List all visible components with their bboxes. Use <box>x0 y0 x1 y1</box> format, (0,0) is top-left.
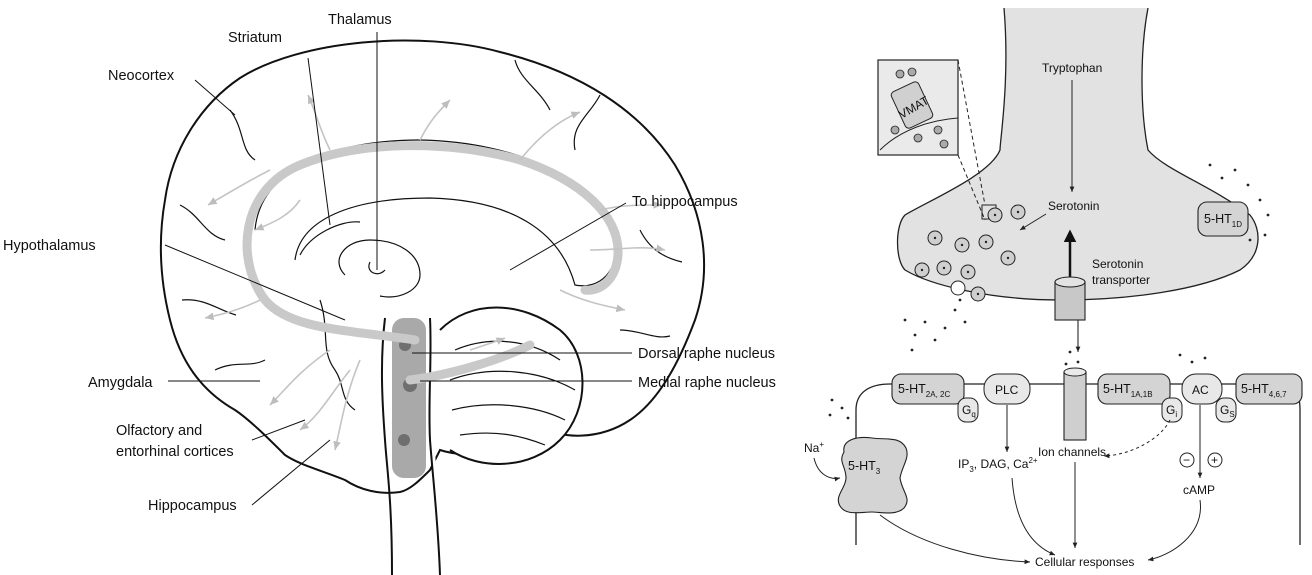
label-second-messengers: IP3, DAG, Ca2+ <box>958 456 1038 474</box>
brain-panel: Thalamus Striatum Neocortex To hippocamp… <box>3 12 776 575</box>
label-tryptophan: Tryptophan <box>1042 61 1102 75</box>
receptor-5ht2: 5-HT2A, 2C <box>892 374 964 404</box>
label-amygdala: Amygdala <box>88 375 153 391</box>
svg-text:AC: AC <box>1192 383 1209 397</box>
receptor-5ht3: 5-HT3 <box>838 438 907 513</box>
label-camp: cAMP <box>1183 483 1215 497</box>
label-transporter-1: Serotonin <box>1092 257 1143 271</box>
g-protein-i: Gi <box>1162 398 1182 422</box>
label-ion-channels: Ion channels <box>1038 445 1106 459</box>
label-hippocampus: Hippocampus <box>148 498 237 514</box>
label-hypothalamus: Hypothalamus <box>3 238 96 254</box>
receptor-5ht1ab: 5-HT1A,1B <box>1098 374 1170 404</box>
label-neocortex: Neocortex <box>108 68 175 84</box>
label-cellular-responses: Cellular responses <box>1035 555 1134 569</box>
label-serotonin: Serotonin <box>1048 199 1099 213</box>
receptor-5ht4: 5-HT4,6,7 <box>1236 374 1302 404</box>
enzyme-plc: PLC <box>984 374 1030 404</box>
label-striatum: Striatum <box>228 30 282 46</box>
label-thalamus: Thalamus <box>328 12 392 28</box>
cerebellum <box>440 308 583 464</box>
label-dorsal-raphe: Dorsal raphe nucleus <box>638 346 775 362</box>
label-olfactory-1: Olfactory and <box>116 423 202 439</box>
label-to-hippocampus: To hippocampus <box>632 194 738 210</box>
serotonin-transporter <box>1055 277 1085 320</box>
synapse-panel: VMAT <box>804 8 1302 569</box>
g-protein-q: Gq <box>958 398 978 422</box>
svg-text:PLC: PLC <box>995 383 1019 397</box>
label-olfactory-2: entorhinal cortices <box>116 444 234 460</box>
label-transporter-2: transporter <box>1092 273 1150 287</box>
ion-channel <box>1064 368 1086 440</box>
label-na: Na+ <box>804 440 824 455</box>
label-minus: − <box>1183 453 1190 467</box>
label-medial-raphe: Medial raphe nucleus <box>638 375 776 391</box>
receptor-5ht1d: 5-HT1D <box>1198 202 1248 236</box>
enzyme-ac: AC <box>1182 374 1222 404</box>
label-plus: + <box>1211 453 1218 467</box>
g-protein-s: GS <box>1216 398 1236 422</box>
